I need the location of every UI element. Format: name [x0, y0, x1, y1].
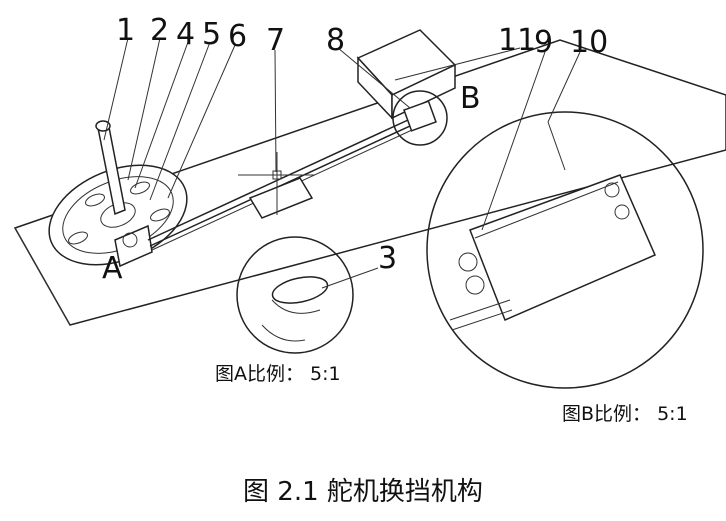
label-2: 2	[150, 13, 169, 48]
slider-block	[248, 177, 314, 219]
label-b: B	[460, 81, 481, 116]
leader-lines	[103, 37, 581, 289]
base-plate-edge	[14, 227, 71, 326]
detail-a-scale: 图A比例： 5:1	[215, 363, 341, 385]
label-a: A	[102, 251, 123, 286]
detail-b-view	[426, 111, 704, 389]
detail-a-view	[236, 236, 354, 354]
figure-caption: 图 2.1 舵机换挡机构	[243, 477, 483, 507]
label-4: 4	[176, 17, 195, 52]
servo-bracket-a	[114, 224, 153, 268]
label-10: 10	[570, 25, 608, 60]
detail-b-scale: 图B比例： 5:1	[562, 403, 688, 425]
linkage-rods	[147, 119, 413, 251]
detail-b-marker	[392, 90, 448, 146]
slider-center-mark	[272, 170, 282, 180]
label-3: 3	[378, 241, 397, 276]
label-7: 7	[266, 23, 285, 58]
label-9: 9	[534, 25, 553, 60]
label-8: 8	[326, 23, 345, 58]
label-1: 1	[116, 13, 135, 48]
label-6: 6	[228, 19, 247, 54]
label-11: 11	[498, 23, 536, 58]
label-5: 5	[202, 17, 221, 52]
